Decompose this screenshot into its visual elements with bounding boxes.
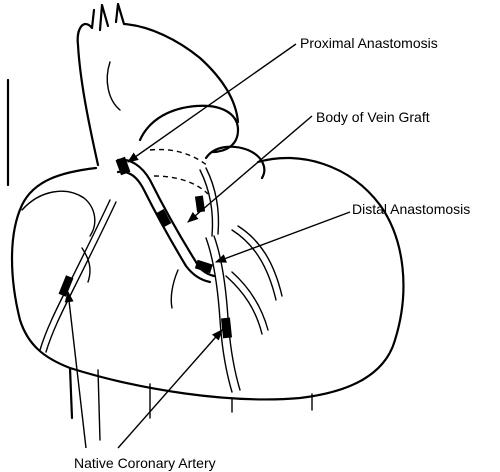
label-distal-anastomosis: Distal Anastomosis xyxy=(352,201,470,217)
leader-lines xyxy=(64,43,351,449)
left-atrium xyxy=(204,145,266,180)
native-coronary-artery-leader-right xyxy=(117,329,223,449)
heart-illustration xyxy=(6,2,405,441)
label-proximal-anastomosis: Proximal Anastomosis xyxy=(300,35,438,51)
graft-hidden-path xyxy=(149,148,209,195)
proximal-anastomosis-leader xyxy=(127,43,297,163)
native-coronary-artery-leader-left xyxy=(64,290,87,449)
native-coronary-vessel xyxy=(205,237,233,393)
pericardium-left xyxy=(97,369,101,441)
aortic-arch xyxy=(76,2,240,167)
right-atrium xyxy=(21,190,96,237)
body-of-vein-graft-leader xyxy=(187,115,313,223)
label-native-coronary-artery: Native Coronary Artery xyxy=(74,455,216,471)
label-body-of-vein-graft: Body of Vein Graft xyxy=(316,109,430,125)
heart-outline xyxy=(10,156,405,420)
distal-anastomosis-leader xyxy=(214,211,351,263)
right-coronary-artery xyxy=(39,199,111,351)
pulmonary-artery xyxy=(138,104,240,154)
aorta-inner-left xyxy=(106,61,121,111)
